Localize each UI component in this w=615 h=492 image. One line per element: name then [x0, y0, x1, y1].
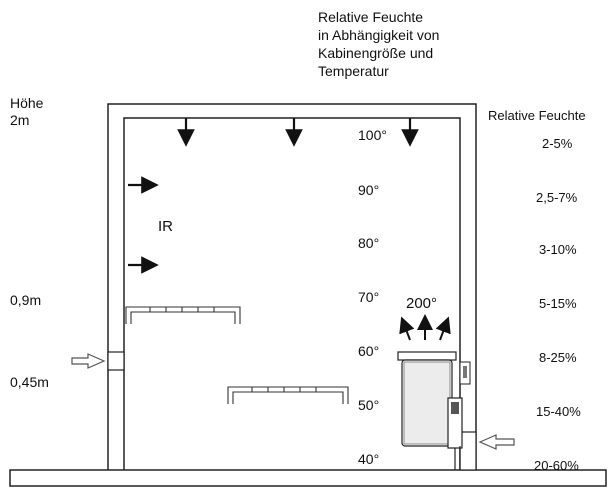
lower-bench [227, 386, 349, 404]
humidity-range-80: 3-10% [539, 242, 577, 257]
temperature-100: 100° [358, 127, 387, 143]
humidity-range-60: 8-25% [539, 350, 577, 365]
title-line-3: Kabinengröße und [318, 45, 434, 61]
title-line-2: in Abhängigkeit von [318, 27, 440, 43]
humidity-range-50: 15-40% [536, 404, 581, 419]
height-label: Höhe [10, 95, 44, 111]
temperature-90: 90° [358, 182, 380, 198]
heater-heat-arrows [399, 314, 451, 341]
humidity-header: Relative Feuchte [488, 108, 586, 123]
cabin-wall-outer [107, 103, 477, 470]
ceiling-heat-arrows [177, 118, 419, 147]
diagram-title: Relative Feuchte in Abhängigkeit von Kab… [318, 8, 439, 80]
humidity-range-100: 2-5% [542, 136, 573, 151]
height-marker-0-9m: 0,9m [10, 292, 42, 308]
ir-label: IR [158, 218, 173, 235]
temperature-60: 60° [358, 343, 380, 359]
temperature-70: 70° [358, 289, 380, 305]
title-line-4: Temperatur [318, 63, 389, 79]
humidity-range-40: 20-60% [534, 458, 579, 473]
upper-bench [125, 306, 241, 324]
temperature-40: 40° [358, 451, 380, 467]
humidity-range-70: 5-15% [539, 296, 577, 311]
ir-arrows [128, 176, 159, 274]
floor [9, 469, 607, 487]
inlet-air-arrow [478, 434, 515, 450]
title-line-1: Relative Feuchte [318, 9, 424, 25]
outlet-air-arrow [71, 353, 106, 369]
temperature-80: 80° [358, 235, 380, 251]
outlet-vent [107, 351, 125, 371]
height-marker-2m: 2m [10, 112, 30, 128]
humidity-range-90: 2,5-7% [536, 190, 578, 205]
cabin-wall-inner [123, 117, 461, 470]
heater-temperature: 200° [406, 295, 438, 312]
sauna-heater [397, 351, 471, 470]
temperature-50: 50° [358, 397, 380, 413]
height-marker-0-45m: 0,45m [10, 374, 49, 390]
